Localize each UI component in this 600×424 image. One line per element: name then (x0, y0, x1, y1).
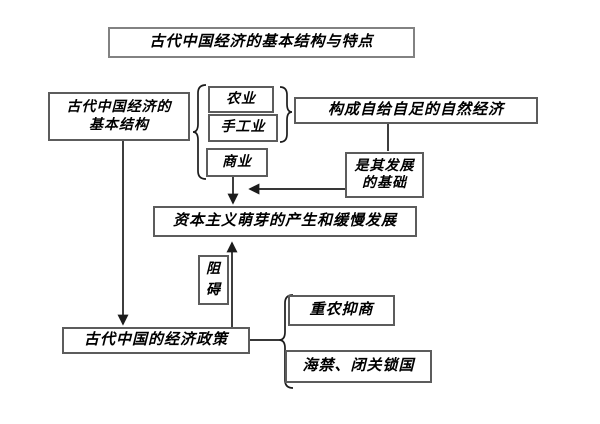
foundation-box: 是其发展 的基础 (345, 152, 424, 198)
brace-sector-group (192, 84, 207, 180)
natural-economy-label: 构成自给自足的自然经济 (327, 102, 504, 119)
commerce-box: 商业 (206, 148, 268, 177)
title-box: 古代中国经济的基本结构与特点 (108, 27, 415, 58)
sea-ban-box: 海禁、闭关锁国 (285, 350, 432, 383)
foundation-line2: 的基础 (362, 176, 407, 191)
policy-box: 古代中国的经济政策 (62, 327, 250, 354)
natural-economy-box: 构成自给自足的自然经济 (294, 97, 538, 124)
agri-over-commerce-box: 重农抑商 (288, 295, 395, 326)
capitalism-box: 资本主义萌芽的产生和缓慢发展 (153, 206, 417, 237)
agri-over-commerce-label: 重农抑商 (309, 302, 374, 319)
hinder-line2: 碍 (206, 283, 221, 298)
policy-label: 古代中国的经济政策 (83, 332, 228, 349)
commerce-label: 商业 (222, 154, 252, 170)
agriculture-box: 农业 (208, 86, 274, 113)
capitalism-label: 资本主义萌芽的产生和缓慢发展 (172, 213, 397, 230)
handicraft-label: 手工业 (220, 120, 266, 136)
agriculture-label: 农业 (226, 91, 256, 107)
hinder-line1: 阻 (206, 262, 221, 277)
foundation-line1: 是其发展 (354, 158, 415, 174)
sea-ban-label: 海禁、闭关锁国 (302, 358, 415, 375)
basic-structure-box: 古代中国经济的 基本结构 (48, 92, 190, 141)
hinder-box: 阻 碍 (198, 255, 229, 305)
handicraft-box: 手工业 (208, 114, 278, 142)
basic-structure-line2: 基本结构 (89, 117, 149, 133)
brace-agri-handicraft-group (279, 86, 293, 143)
basic-structure-line1: 古代中国经济的 (66, 100, 172, 115)
title-text: 古代中国经济的基本结构与特点 (149, 34, 374, 51)
